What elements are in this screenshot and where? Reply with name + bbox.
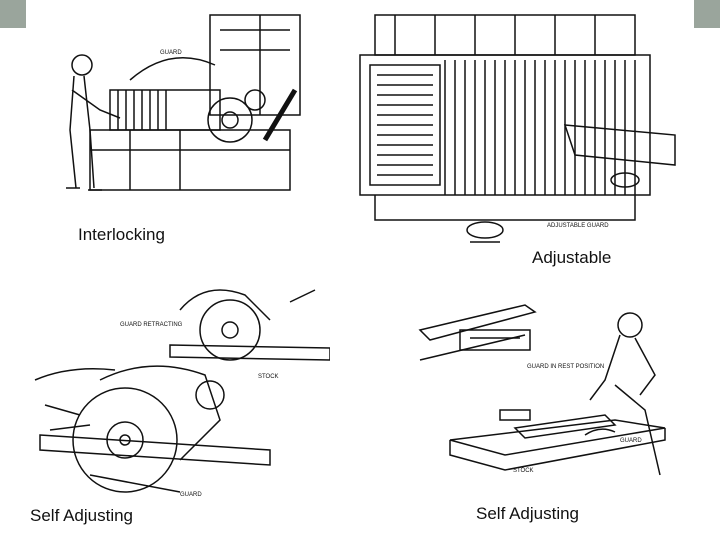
stock-callout-jointer: STOCK xyxy=(513,468,534,474)
corner-accent-right xyxy=(694,0,720,28)
guard-rest-callout: GUARD IN REST POSITION xyxy=(527,364,604,370)
stock-callout: STOCK xyxy=(258,374,279,380)
guard-retracting-callout: GUARD RETRACTING xyxy=(120,322,183,328)
caption-interlocking: Interlocking xyxy=(78,225,165,244)
corner-accent-left xyxy=(0,0,26,28)
adjustable-guard-illustration: ADJUSTABLE GUARD xyxy=(359,14,676,243)
caption-adjustable: Adjustable xyxy=(532,248,612,267)
caption-self-adjusting-left: Self Adjusting xyxy=(30,506,134,525)
interlocking-guard-illustration: GUARD xyxy=(66,14,301,191)
circular-saw-illustration: GUARD RETRACTING STOCK GUARD xyxy=(34,289,330,498)
adjustable-guard-callout: ADJUSTABLE GUARD xyxy=(547,223,609,229)
guard-callout-saw: GUARD xyxy=(180,492,202,498)
jointer-illustration: GUARD IN REST POSITION GUARD STOCK xyxy=(418,304,666,476)
guard-callout-jointer: GUARD xyxy=(620,438,642,444)
caption-self-adjusting-right: Self Adjusting xyxy=(476,504,580,523)
guard-callout: GUARD xyxy=(160,50,182,56)
